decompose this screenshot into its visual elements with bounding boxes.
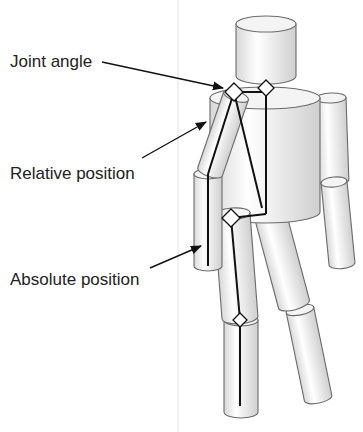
forearm-right — [321, 176, 356, 270]
skeleton — [208, 88, 266, 406]
callout-label: Relative position — [10, 164, 135, 184]
head — [236, 16, 296, 84]
forearm-left — [194, 169, 222, 271]
panel-divider — [178, 0, 179, 432]
leader-arrow — [142, 122, 206, 158]
leader-arrow — [150, 246, 201, 268]
upper-arm-right — [316, 92, 349, 185]
callout-label: Absolute position — [10, 270, 139, 290]
callout-label: Joint angle — [10, 52, 92, 72]
leader-arrow — [102, 62, 223, 88]
joint-diamonds — [222, 80, 274, 327]
shin-right — [285, 302, 333, 406]
upper-arm-left — [196, 87, 250, 181]
shin-left — [224, 314, 258, 418]
